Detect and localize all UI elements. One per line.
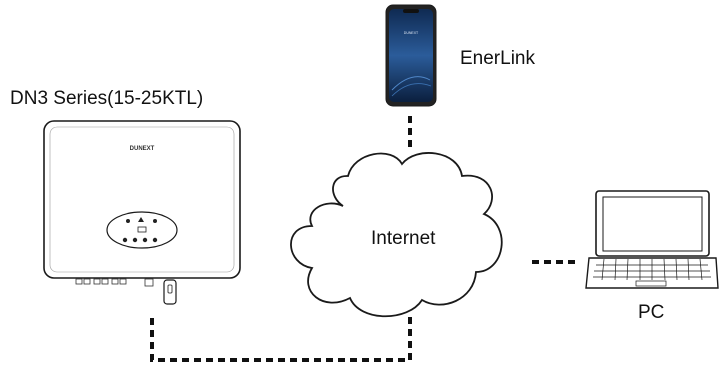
wifi-dongle <box>163 279 177 305</box>
pc-label: PC <box>638 302 665 323</box>
inverter-to-cloud-link <box>150 316 412 362</box>
inverter-label: DN3 Series(15-25KTL) <box>10 88 204 109</box>
smartphone-icon: DUNEXT <box>385 4 437 107</box>
laptop-icon <box>585 190 719 289</box>
phone-brand-logo: DUNEXT <box>404 31 419 35</box>
cloud-label: Internet <box>371 228 436 249</box>
cloud-icon <box>290 152 503 318</box>
inverter-control-panel <box>106 211 178 249</box>
inverter-icon: DUNEXT <box>43 120 241 305</box>
inverter-brand-logo: DUNEXT <box>130 146 155 152</box>
app-label: EnerLink <box>460 48 535 69</box>
